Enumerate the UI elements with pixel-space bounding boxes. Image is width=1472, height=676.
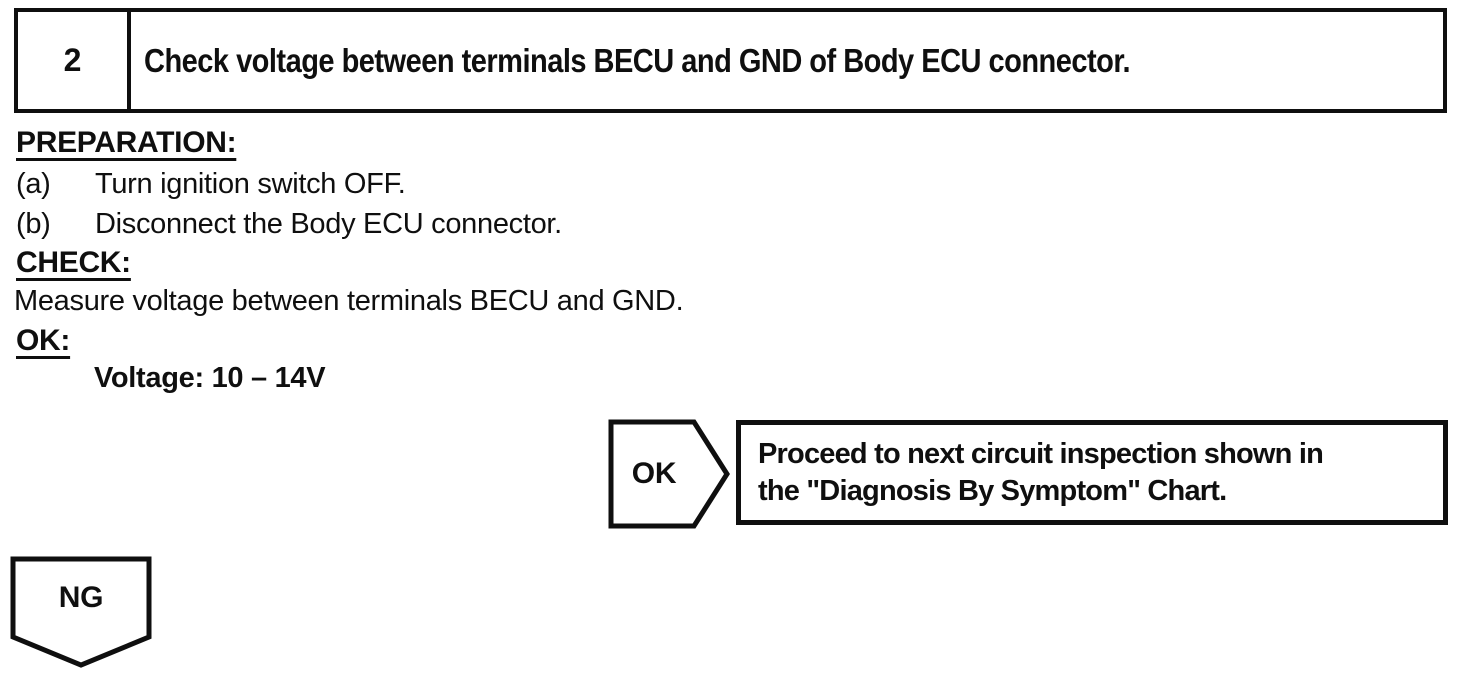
ok-arrow-shape: [608, 419, 730, 529]
preparation-item-a: (a) Turn ignition switch OFF.: [16, 170, 406, 199]
check-text: Measure voltage between terminals BECU a…: [14, 285, 684, 317]
item-b-text: Disconnect the Body ECU connector.: [95, 208, 562, 240]
preparation-item-b: (b) Disconnect the Body ECU connector.: [16, 210, 562, 239]
ng-arrow-label: NG: [58, 581, 104, 614]
check-heading: CHECK:: [16, 246, 131, 279]
ok-result-box: Proceed to next circuit inspection shown…: [736, 420, 1448, 525]
ok-result-line-2: the "Diagnosis By Symptom" Chart.: [758, 474, 1227, 507]
preparation-heading: PREPARATION:: [16, 126, 237, 159]
step-title: Check voltage between terminals BECU and…: [144, 41, 1131, 79]
ok-spec-value: Voltage: 10 – 14V: [94, 362, 326, 394]
ok-arrow-label: OK: [631, 457, 677, 490]
ng-arrow-shape: [10, 556, 152, 668]
item-a-text: Turn ignition switch OFF.: [95, 168, 406, 200]
step-number: 2: [18, 12, 131, 109]
item-a-label: (a): [16, 168, 51, 200]
step-header-box: 2 Check voltage between terminals BECU a…: [14, 8, 1447, 113]
item-b-label: (b): [16, 208, 51, 240]
ok-result-line-1: Proceed to next circuit inspection shown…: [758, 437, 1324, 470]
ok-heading: OK:: [16, 324, 71, 357]
step-title-cell: Check voltage between terminals BECU and…: [131, 12, 1443, 109]
